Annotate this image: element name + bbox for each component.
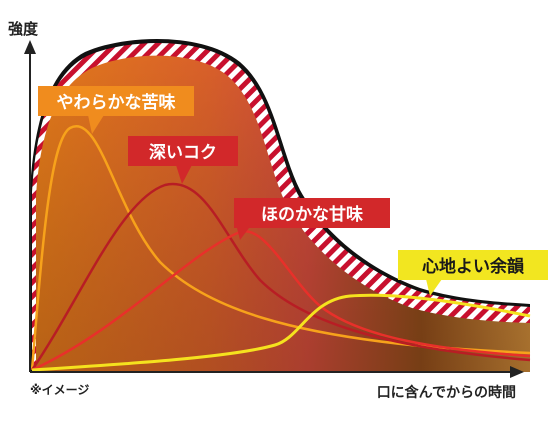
callout-pleasant-aftertaste: 心地よい余韻 (398, 250, 548, 296)
y-axis-label: 強度 (8, 20, 39, 38)
y-axis-arrow (24, 40, 36, 54)
curve-pleasant-aftertaste (31, 293, 531, 372)
label-faint-sweetness: ほのかな甘味 (261, 204, 363, 225)
curve-faint-sweetness (31, 230, 531, 372)
callout-faint-sweetness: ほのかな甘味 (234, 198, 390, 240)
label-deep-richness: 深いコク (149, 142, 217, 163)
callout-deep-richness: 深いコク (128, 136, 238, 184)
image-note: ※イメージ (30, 383, 89, 397)
callout-soft-bitterness: やわらかな苦味 (38, 86, 194, 134)
curve-soft-bitterness (30, 125, 531, 371)
curve-deep-richness (30, 182, 531, 371)
x-axis-label: 口に含んでからの時間 (377, 384, 516, 401)
x-axis-arrow (510, 366, 524, 378)
label-pleasant-aftertaste: 心地よい余韻 (422, 256, 525, 277)
label-soft-bitterness: やわらかな苦味 (57, 92, 176, 113)
